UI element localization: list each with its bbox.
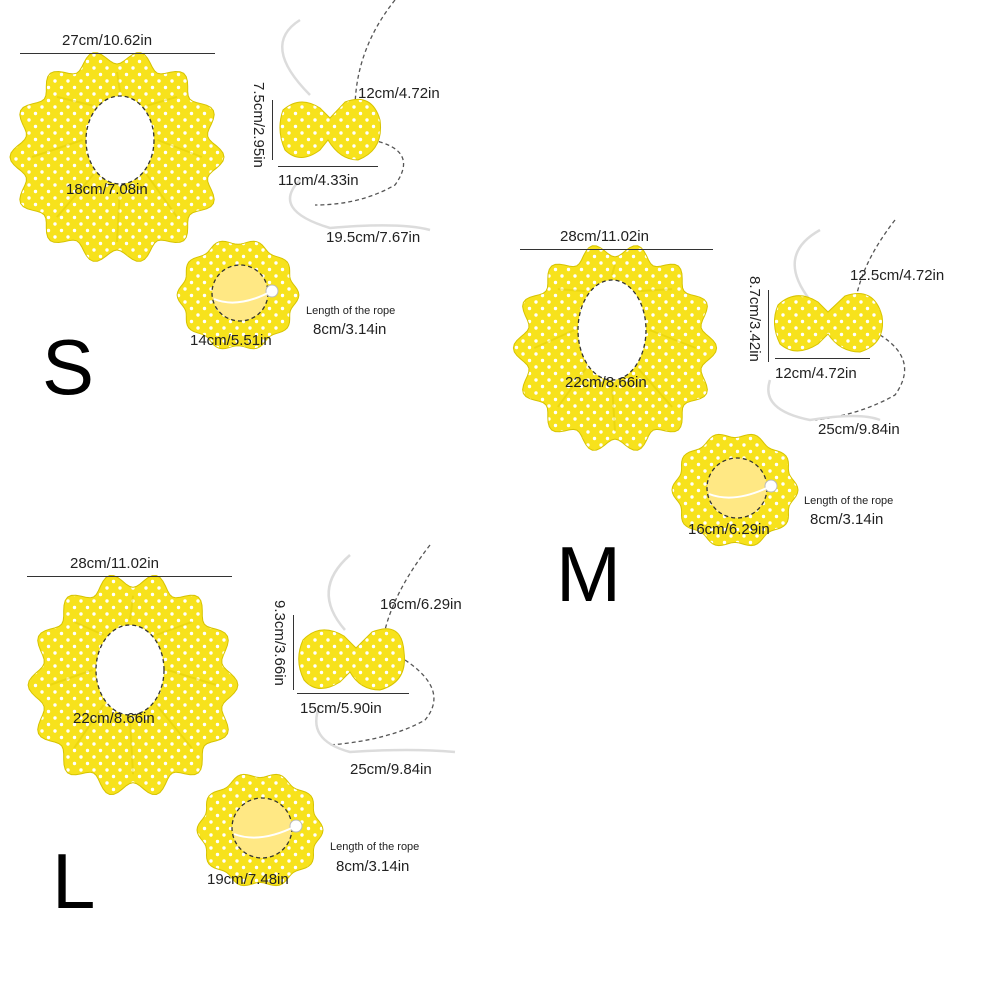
bow-l: [298, 544, 456, 754]
hat-m: [671, 433, 799, 547]
rope-title-l: Length of the rope: [330, 841, 420, 853]
bow-height-m: 8.7cm/3.42in: [746, 276, 763, 362]
collar-width-s: 27cm/10.62in: [62, 32, 153, 49]
collar-m: [512, 245, 718, 451]
rope-title-m: Length of the rope: [804, 495, 894, 507]
bow-height-ruler-m: [768, 290, 769, 362]
bow-width-s: 11cm/4.33in: [278, 172, 359, 189]
rope-length-s: 8cm/3.14in: [313, 321, 387, 338]
collar-l: [27, 574, 239, 796]
bow-s: [279, 0, 431, 232]
hat-opening-m: 16cm/6.29in: [688, 521, 770, 538]
rope-title-s: Length of the rope: [306, 305, 396, 317]
collar-neck-m: 22cm/8.66in: [565, 374, 647, 391]
bow-width-m: 12cm/4.72in: [775, 365, 857, 382]
bow-width-ruler-l: [297, 693, 409, 694]
strap-upper-l: 16cm/6.29in: [380, 596, 462, 613]
bow-m: [767, 219, 906, 422]
strap-upper-m: 12.5cm/4.72in: [850, 267, 945, 284]
collar-width-m: 28cm/11.02in: [560, 228, 649, 245]
rope-length-m: 8cm/3.14in: [810, 511, 884, 528]
collar-width-ruler-s: [20, 53, 215, 54]
hat-opening-s: 14cm/5.51in: [190, 332, 272, 349]
strap-lower-m: 25cm/9.84in: [818, 421, 900, 438]
bow-height-l: 9.3cm/3.66in: [271, 600, 288, 686]
collar-neck-s: 18cm/7.08in: [66, 181, 148, 198]
collar-neck-l: 22cm/8.66in: [73, 710, 155, 727]
rope-length-l: 8cm/3.14in: [336, 858, 410, 875]
bow-width-ruler-m: [775, 358, 870, 359]
collar-s: [9, 52, 225, 262]
bow-width-ruler-s: [278, 166, 378, 167]
strap-lower-s: 19.5cm/7.67in: [326, 229, 421, 246]
strap-upper-s: 12cm/4.72in: [358, 85, 440, 102]
size-label-l: L: [52, 837, 96, 925]
hat-l: [196, 773, 324, 887]
hat-s: [176, 240, 300, 350]
bow-width-l: 15cm/5.90in: [300, 700, 382, 717]
collar-width-l: 28cm/11.02in: [70, 555, 159, 572]
collar-width-ruler-l: [27, 576, 232, 577]
bow-height-ruler-s: [272, 100, 273, 160]
size-label-s: S: [42, 323, 95, 411]
bow-height-s: 7.5cm/2.95in: [250, 82, 267, 168]
bow-height-ruler-l: [293, 615, 294, 690]
size-label-m: M: [556, 530, 621, 618]
collar-width-ruler-m: [520, 249, 713, 250]
hat-opening-l: 19cm/7.48in: [207, 871, 289, 888]
strap-lower-l: 25cm/9.84in: [350, 761, 432, 778]
